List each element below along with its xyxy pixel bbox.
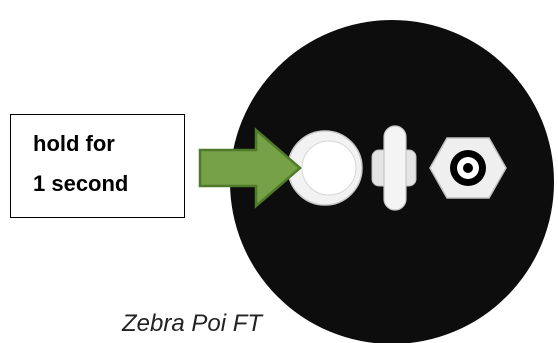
- instruction-line-2: 1 second: [33, 171, 129, 196]
- slide-switch-icon: [371, 125, 417, 211]
- power-button-icon: [287, 130, 363, 206]
- device-caption: Zebra Poi FT: [122, 310, 263, 337]
- charging-port-icon: [429, 137, 507, 199]
- instruction-callout: hold for 1 second: [10, 114, 185, 218]
- arrow-right-icon: [198, 127, 302, 209]
- instruction-line-1: hold for: [33, 131, 115, 156]
